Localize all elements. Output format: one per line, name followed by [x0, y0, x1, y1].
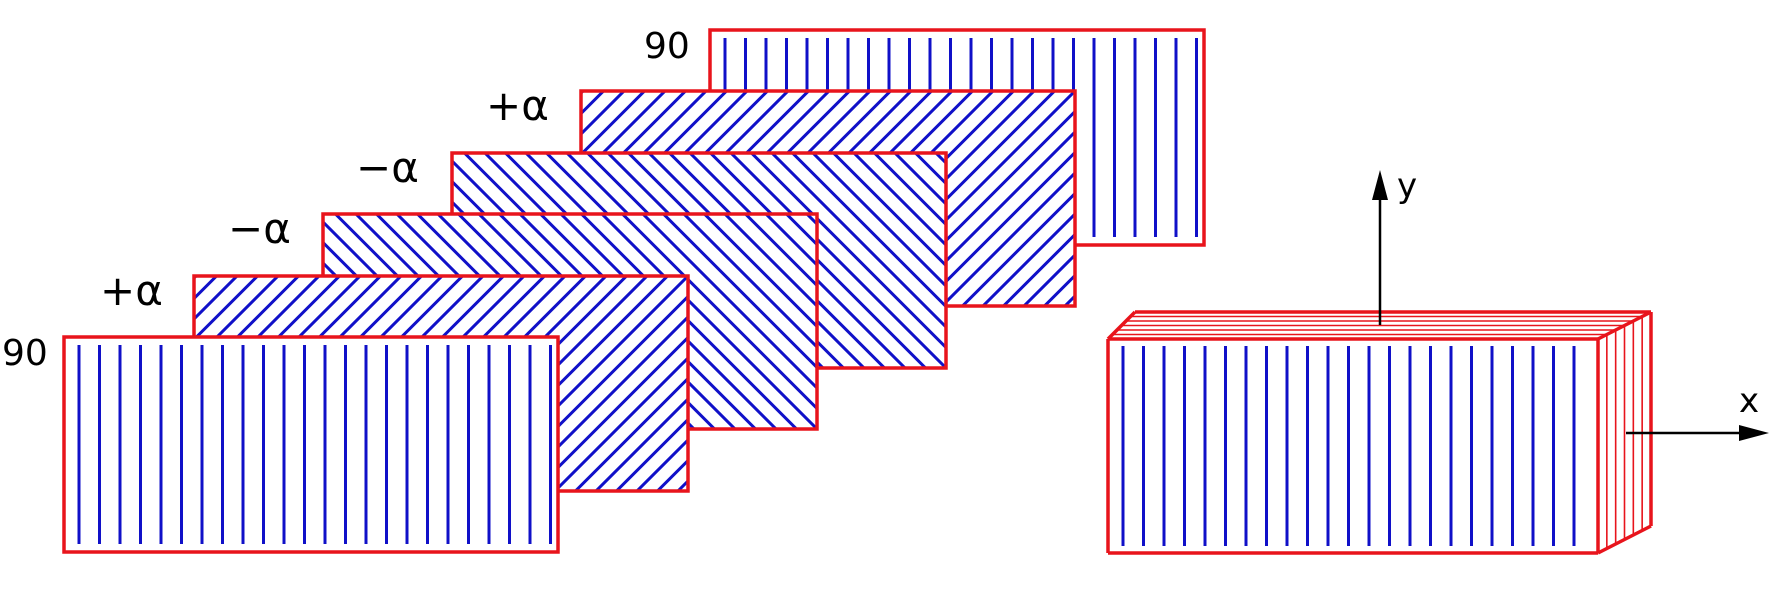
block-outline	[1106, 310, 1653, 555]
fiber-line	[581, 91, 627, 137]
fiber-line	[614, 417, 688, 491]
fiber-line	[194, 276, 301, 383]
fiber-line	[763, 214, 817, 268]
fiber-line	[980, 211, 1075, 306]
fiber-line	[960, 191, 1075, 306]
fiber-line	[872, 153, 946, 227]
laminate-block	[1106, 310, 1653, 555]
fiber-line	[194, 276, 281, 363]
block-front-face	[1108, 339, 1598, 553]
ply-label: −α	[356, 143, 419, 192]
fiber-line	[593, 396, 688, 491]
x-axis-arrow	[1626, 425, 1769, 441]
block-side-laminae	[1606, 316, 1643, 549]
fiber-line	[581, 91, 647, 157]
fiber-line	[1597, 310, 1652, 341]
fiber-line	[892, 153, 946, 207]
fiber-line	[1106, 310, 1137, 341]
ply-label: 90	[644, 26, 690, 67]
fiber-line	[728, 153, 946, 368]
fiber-line	[194, 276, 260, 342]
fiber-line	[634, 437, 688, 491]
fiber-line	[851, 153, 946, 248]
fiber-line	[661, 214, 817, 370]
fiber-line	[722, 214, 817, 309]
fiber-line	[581, 91, 668, 178]
fiber-line	[681, 214, 817, 350]
fiber-line	[702, 214, 817, 329]
ply-label: +α	[100, 266, 163, 315]
fiber-line	[573, 376, 688, 491]
ply-label: +α	[486, 81, 549, 130]
fiber-line	[939, 170, 1075, 306]
fiber-line	[599, 214, 817, 429]
ply-label: 90	[2, 333, 48, 374]
fiber-line	[749, 153, 946, 350]
fiber-line	[532, 335, 688, 491]
fiber-line	[810, 153, 946, 289]
y-axis-arrow	[1372, 170, 1388, 325]
fiber-line	[769, 153, 946, 330]
fiber-line	[620, 214, 817, 411]
fiber-line	[552, 355, 688, 491]
fiber-line	[743, 214, 817, 288]
fiber-line	[581, 91, 688, 198]
ply-label: −α	[228, 204, 291, 253]
fiber-line	[831, 153, 946, 268]
fiber-line	[1597, 524, 1652, 555]
x-axis-label: x	[1739, 381, 1759, 421]
y-axis-label: y	[1397, 166, 1417, 206]
fiber-line	[194, 276, 240, 322]
fiber-line	[1001, 232, 1075, 306]
fiber-line	[640, 214, 817, 391]
fiber-lines	[77, 345, 552, 544]
fiber-line	[919, 150, 1075, 306]
fiber-line	[790, 153, 946, 309]
ply-0	[62, 335, 560, 554]
fiber-line	[1021, 252, 1075, 306]
fiber-lines	[1121, 346, 1576, 546]
